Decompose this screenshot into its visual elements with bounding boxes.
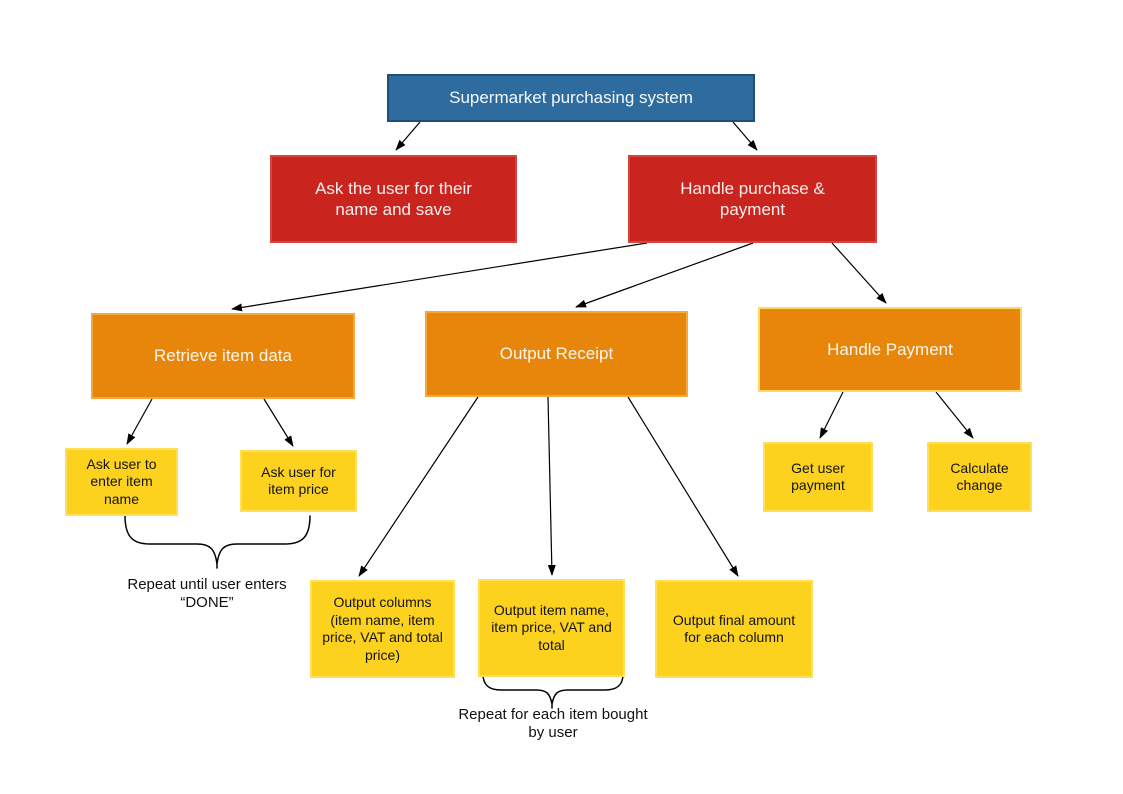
node-output-columns: Output columns (item name, item price, V… (310, 580, 455, 678)
node-label: Output item name, item price, VAT and to… (491, 601, 612, 653)
node-get-user-payment: Get user payment (763, 442, 873, 512)
arrow-root-to-ask-name (395, 121, 421, 151)
arrow-purchase-to-payment (831, 242, 887, 304)
node-ask-user-name: Ask the user for their name and save (270, 155, 517, 243)
annotation-repeat-for-each-item: Repeat for each item bought by user (458, 706, 648, 741)
arrow-receipt-to-columns (358, 396, 479, 577)
arrow-purchase-to-retrieve (231, 242, 648, 312)
node-ask-item-price: Ask user for item price (240, 450, 357, 512)
node-label: Supermarket purchasing system (449, 88, 693, 108)
brace-repeat-items (482, 673, 624, 709)
arrow-payment-to-calc-change (935, 391, 974, 439)
node-label: Get user payment (791, 459, 845, 494)
arrow-root-to-handle-purchase (732, 121, 758, 151)
arrow-purchase-to-receipt (575, 242, 754, 308)
node-handle-purchase-payment: Handle purchase & payment (628, 155, 877, 243)
node-supermarket-purchasing-system: Supermarket purchasing system (387, 74, 755, 122)
node-handle-payment: Handle Payment (758, 307, 1022, 392)
node-ask-item-name: Ask user to enter item name (65, 448, 178, 516)
node-label: Handle Payment (827, 339, 953, 359)
node-label: Retrieve item data (154, 346, 292, 366)
node-label: Calculate change (950, 459, 1009, 494)
arrow-receipt-to-item-details (547, 396, 556, 576)
node-label: Ask user to enter item name (86, 455, 157, 507)
node-output-item-details: Output item name, item price, VAT and to… (478, 579, 625, 677)
node-label: Output columns (item name, item price, V… (322, 594, 443, 663)
node-retrieve-item-data: Retrieve item data (91, 313, 355, 399)
arrow-receipt-to-final-amount (627, 396, 739, 577)
node-output-receipt: Output Receipt (425, 311, 688, 397)
node-label: Output final amount for each column (672, 611, 796, 646)
arrow-retrieve-to-item-price (263, 398, 294, 447)
node-calculate-change: Calculate change (927, 442, 1032, 512)
brace-repeat-done (124, 515, 311, 569)
arrow-retrieve-to-item-name (126, 398, 153, 445)
annotation-repeat-until-done: Repeat until user enters “DONE” (127, 576, 287, 611)
arrow-payment-to-get-payment (819, 391, 844, 439)
node-label: Output Receipt (499, 344, 614, 364)
node-output-final-amount: Output final amount for each column (655, 580, 813, 678)
node-label: Handle purchase & payment (680, 178, 825, 219)
node-label: Ask user for item price (261, 463, 336, 498)
node-label: Ask the user for their name and save (315, 178, 472, 219)
